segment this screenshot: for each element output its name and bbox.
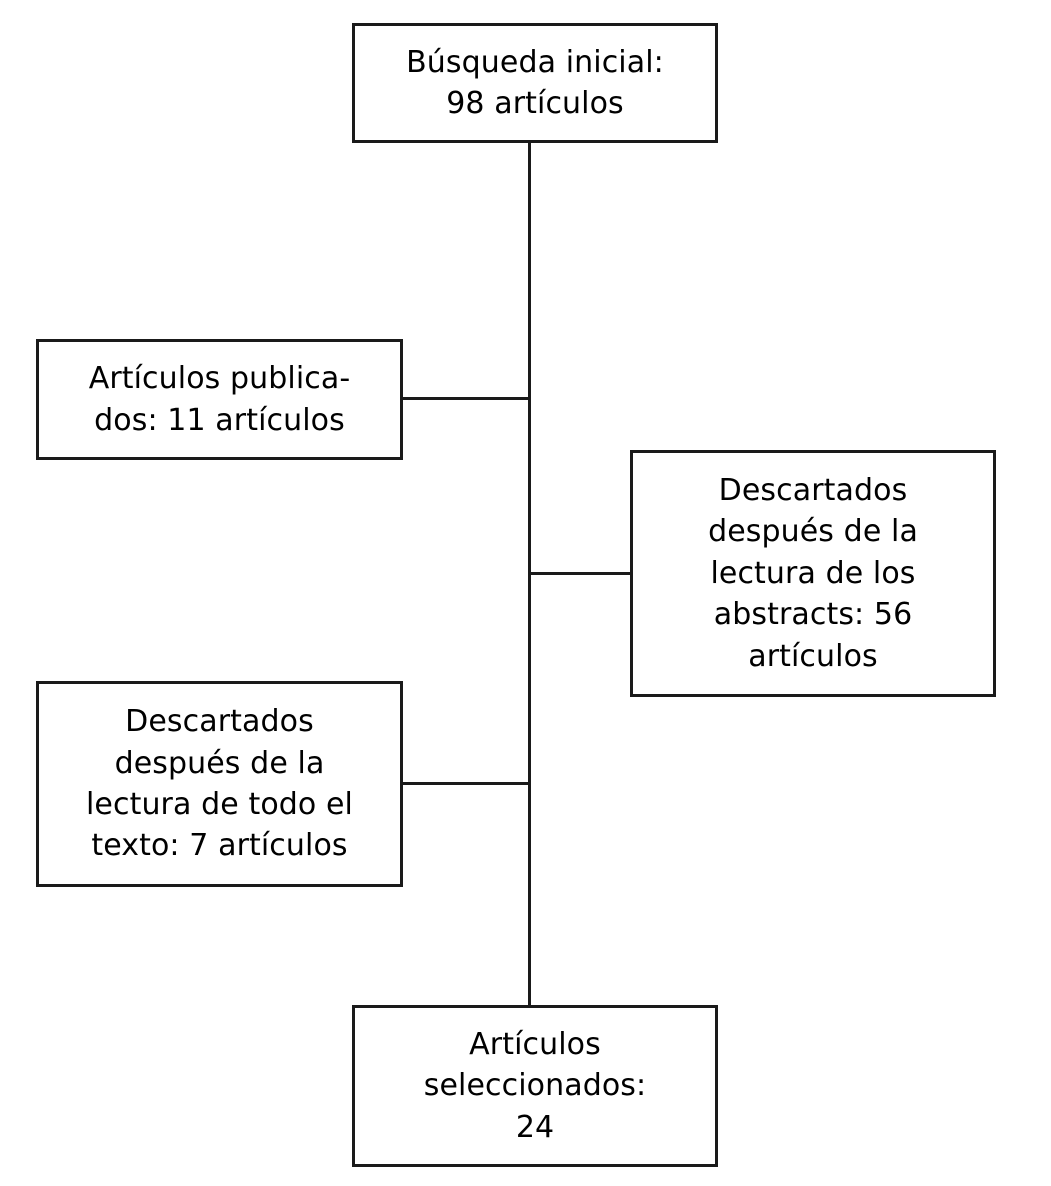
connector-to-published [401,397,531,400]
node-selected-articles-label: Artículos seleccionados: 24 [423,1026,647,1145]
node-published-articles: Artículos publica- dos: 11 artículos [36,339,403,460]
connector-to-discarded-abstracts [528,572,633,575]
node-published-articles-label: Artículos publica- dos: 11 artículos [88,361,351,438]
node-discarded-after-fulltext: Descartados después de la lectura de tod… [36,681,403,887]
node-discarded-after-fulltext-label: Descartados después de la lectura de tod… [86,704,353,864]
node-initial-search: Búsqueda inicial: 98 artículos [352,23,718,143]
node-discarded-after-abstracts: Descartados después de la lectura de los… [630,450,996,697]
node-discarded-after-abstracts-label: Descartados después de la lectura de los… [708,473,918,674]
connector-to-discarded-fulltext [401,782,531,785]
node-selected-articles: Artículos seleccionados: 24 [352,1005,718,1167]
node-initial-search-label: Búsqueda inicial: 98 artículos [406,44,664,121]
